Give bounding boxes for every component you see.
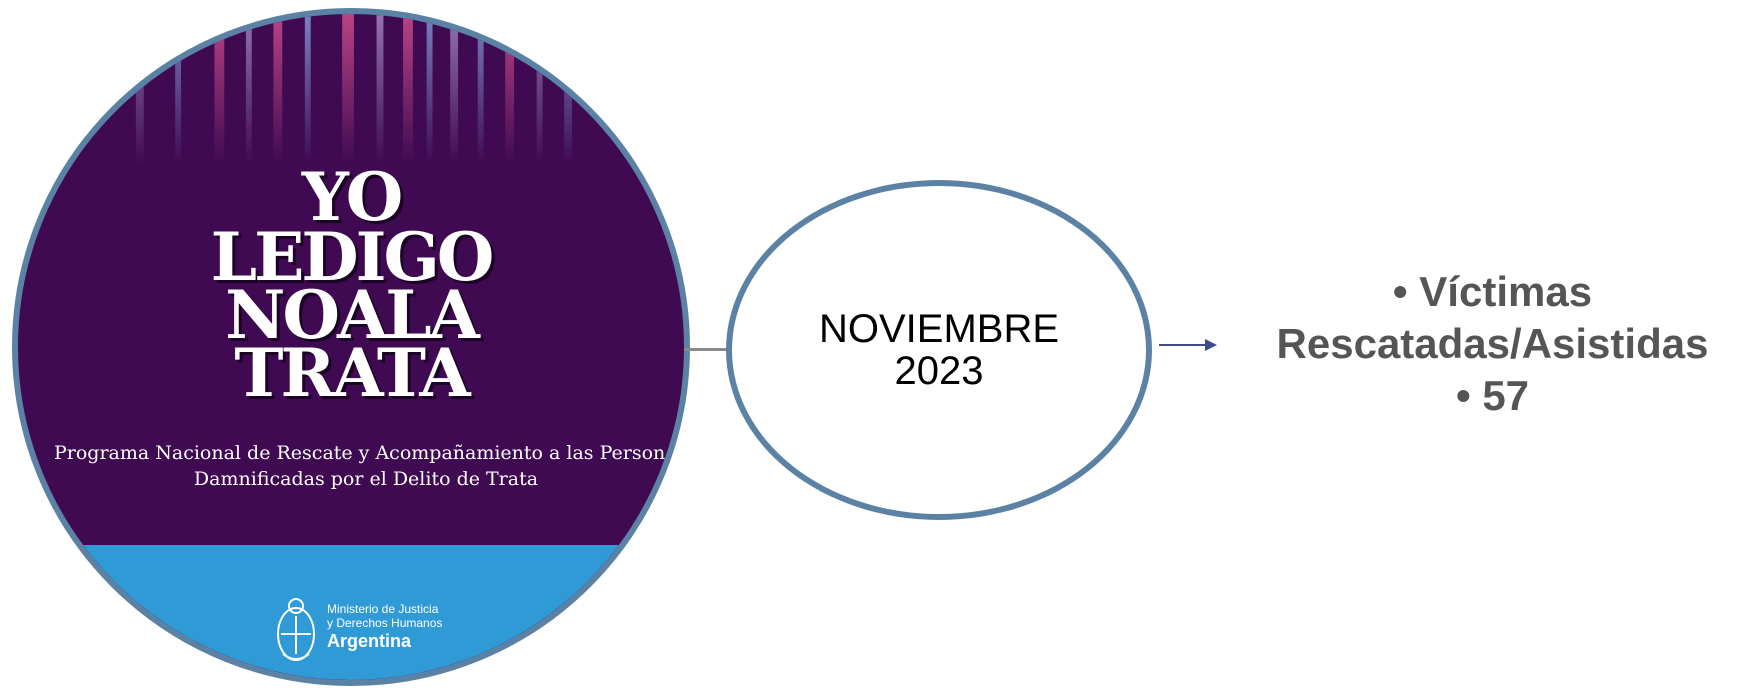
decorative-light-bars bbox=[135, 14, 573, 164]
poster-footer-band bbox=[18, 545, 684, 680]
poster-title-line-3: NOALA bbox=[225, 276, 480, 354]
coat-of-arms-icon bbox=[277, 598, 315, 661]
poster-subtitle-line-1: Programa Nacional de Rescate y Acompañam… bbox=[54, 442, 666, 464]
right-arrow-icon bbox=[1159, 339, 1217, 351]
stats-item-count: • 57 bbox=[1455, 372, 1530, 419]
poster-title-line-1: YO bbox=[301, 158, 404, 236]
ministry-country: Argentina bbox=[327, 631, 412, 651]
ministry-line-2: y Derechos Humanos bbox=[327, 616, 443, 630]
ministry-line-1: Ministerio de Justicia bbox=[327, 602, 439, 616]
date-year: 2023 bbox=[894, 349, 984, 393]
campaign-poster-image: YO LEDIGO NOALA TRATA Programa Nacional … bbox=[12, 8, 690, 686]
poster-title-line-2: LEDIGO bbox=[210, 218, 495, 296]
connector-line bbox=[684, 348, 730, 351]
date-node: NOVIEMBRE 2023 bbox=[726, 180, 1152, 520]
stats-item-victims-cont: Rescatadas/Asistidas bbox=[1276, 320, 1709, 367]
ministry-logo: Ministerio de Justicia y Derechos Humano… bbox=[273, 594, 493, 670]
stats-item-victims: • Víctimas bbox=[1392, 268, 1593, 315]
ministry-text-block: Ministerio de Justicia y Derechos Humano… bbox=[327, 602, 442, 652]
poster-subtitle-line-2: Damnificadas por el Delito de Trata bbox=[193, 468, 539, 490]
date-month: NOVIEMBRE bbox=[818, 307, 1060, 351]
poster-title-line-4: TRATA bbox=[234, 334, 470, 412]
date-node-text: NOVIEMBRE 2023 bbox=[732, 186, 1146, 514]
stats-block: • Víctimas Rescatadas/Asistidas • 57 bbox=[1232, 266, 1753, 422]
